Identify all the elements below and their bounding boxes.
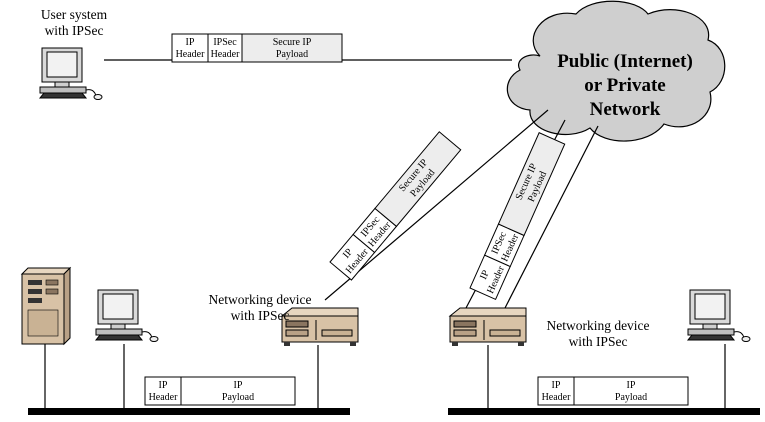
svg-text:IPSec: IPSec [213, 37, 237, 48]
svg-text:Payload: Payload [276, 49, 308, 60]
secure-packet-top: IP Header IPSec Header Secure IP Payload [171, 33, 343, 63]
svg-text:Header: Header [211, 49, 241, 60]
svg-text:IP: IP [627, 380, 636, 391]
plain-packet-left: IP Header IP Payload [144, 376, 296, 406]
svg-text:IP: IP [552, 380, 561, 391]
secure-packet-diagonal-right: IP Header IPSec Header Secure IP Payload [469, 132, 566, 300]
right-networking-device-icon [449, 307, 527, 347]
secure-packet-top-ip: IP [186, 37, 195, 48]
right-lan-bus [448, 408, 760, 415]
right-networking-device-label: Networking device with IPSec [546, 318, 650, 349]
user-system-label: User system with IPSec [40, 7, 108, 38]
svg-text:IP: IP [234, 380, 243, 391]
left-lan-pc-monitor-icon [95, 289, 159, 342]
left-lan-bus [28, 408, 350, 415]
network-cloud [506, 0, 726, 142]
svg-text:Secure IP: Secure IP [273, 37, 312, 48]
right-lan-pc-monitor-icon [687, 289, 751, 342]
svg-text:Header: Header [176, 49, 206, 60]
user-system-monitor-icon [39, 47, 103, 100]
link-right-device-cloud-2 [504, 125, 599, 309]
svg-text:IP: IP [159, 380, 168, 391]
cloud-label: Public (Internet) or Private Network [557, 51, 693, 120]
svg-text:Header: Header [149, 392, 179, 403]
left-networking-device-label: Networking device with IPSec [208, 292, 312, 323]
secure-packet-diagonal-left: IP Header IPSec Header Secure IP Payload [329, 131, 462, 281]
svg-text:Payload: Payload [222, 392, 254, 403]
svg-text:Header: Header [542, 392, 572, 403]
link-left-device-cloud [324, 109, 549, 301]
plain-packet-right: IP Header IP Payload [537, 376, 689, 406]
server-tower-icon [20, 266, 72, 346]
svg-text:Payload: Payload [615, 392, 647, 403]
